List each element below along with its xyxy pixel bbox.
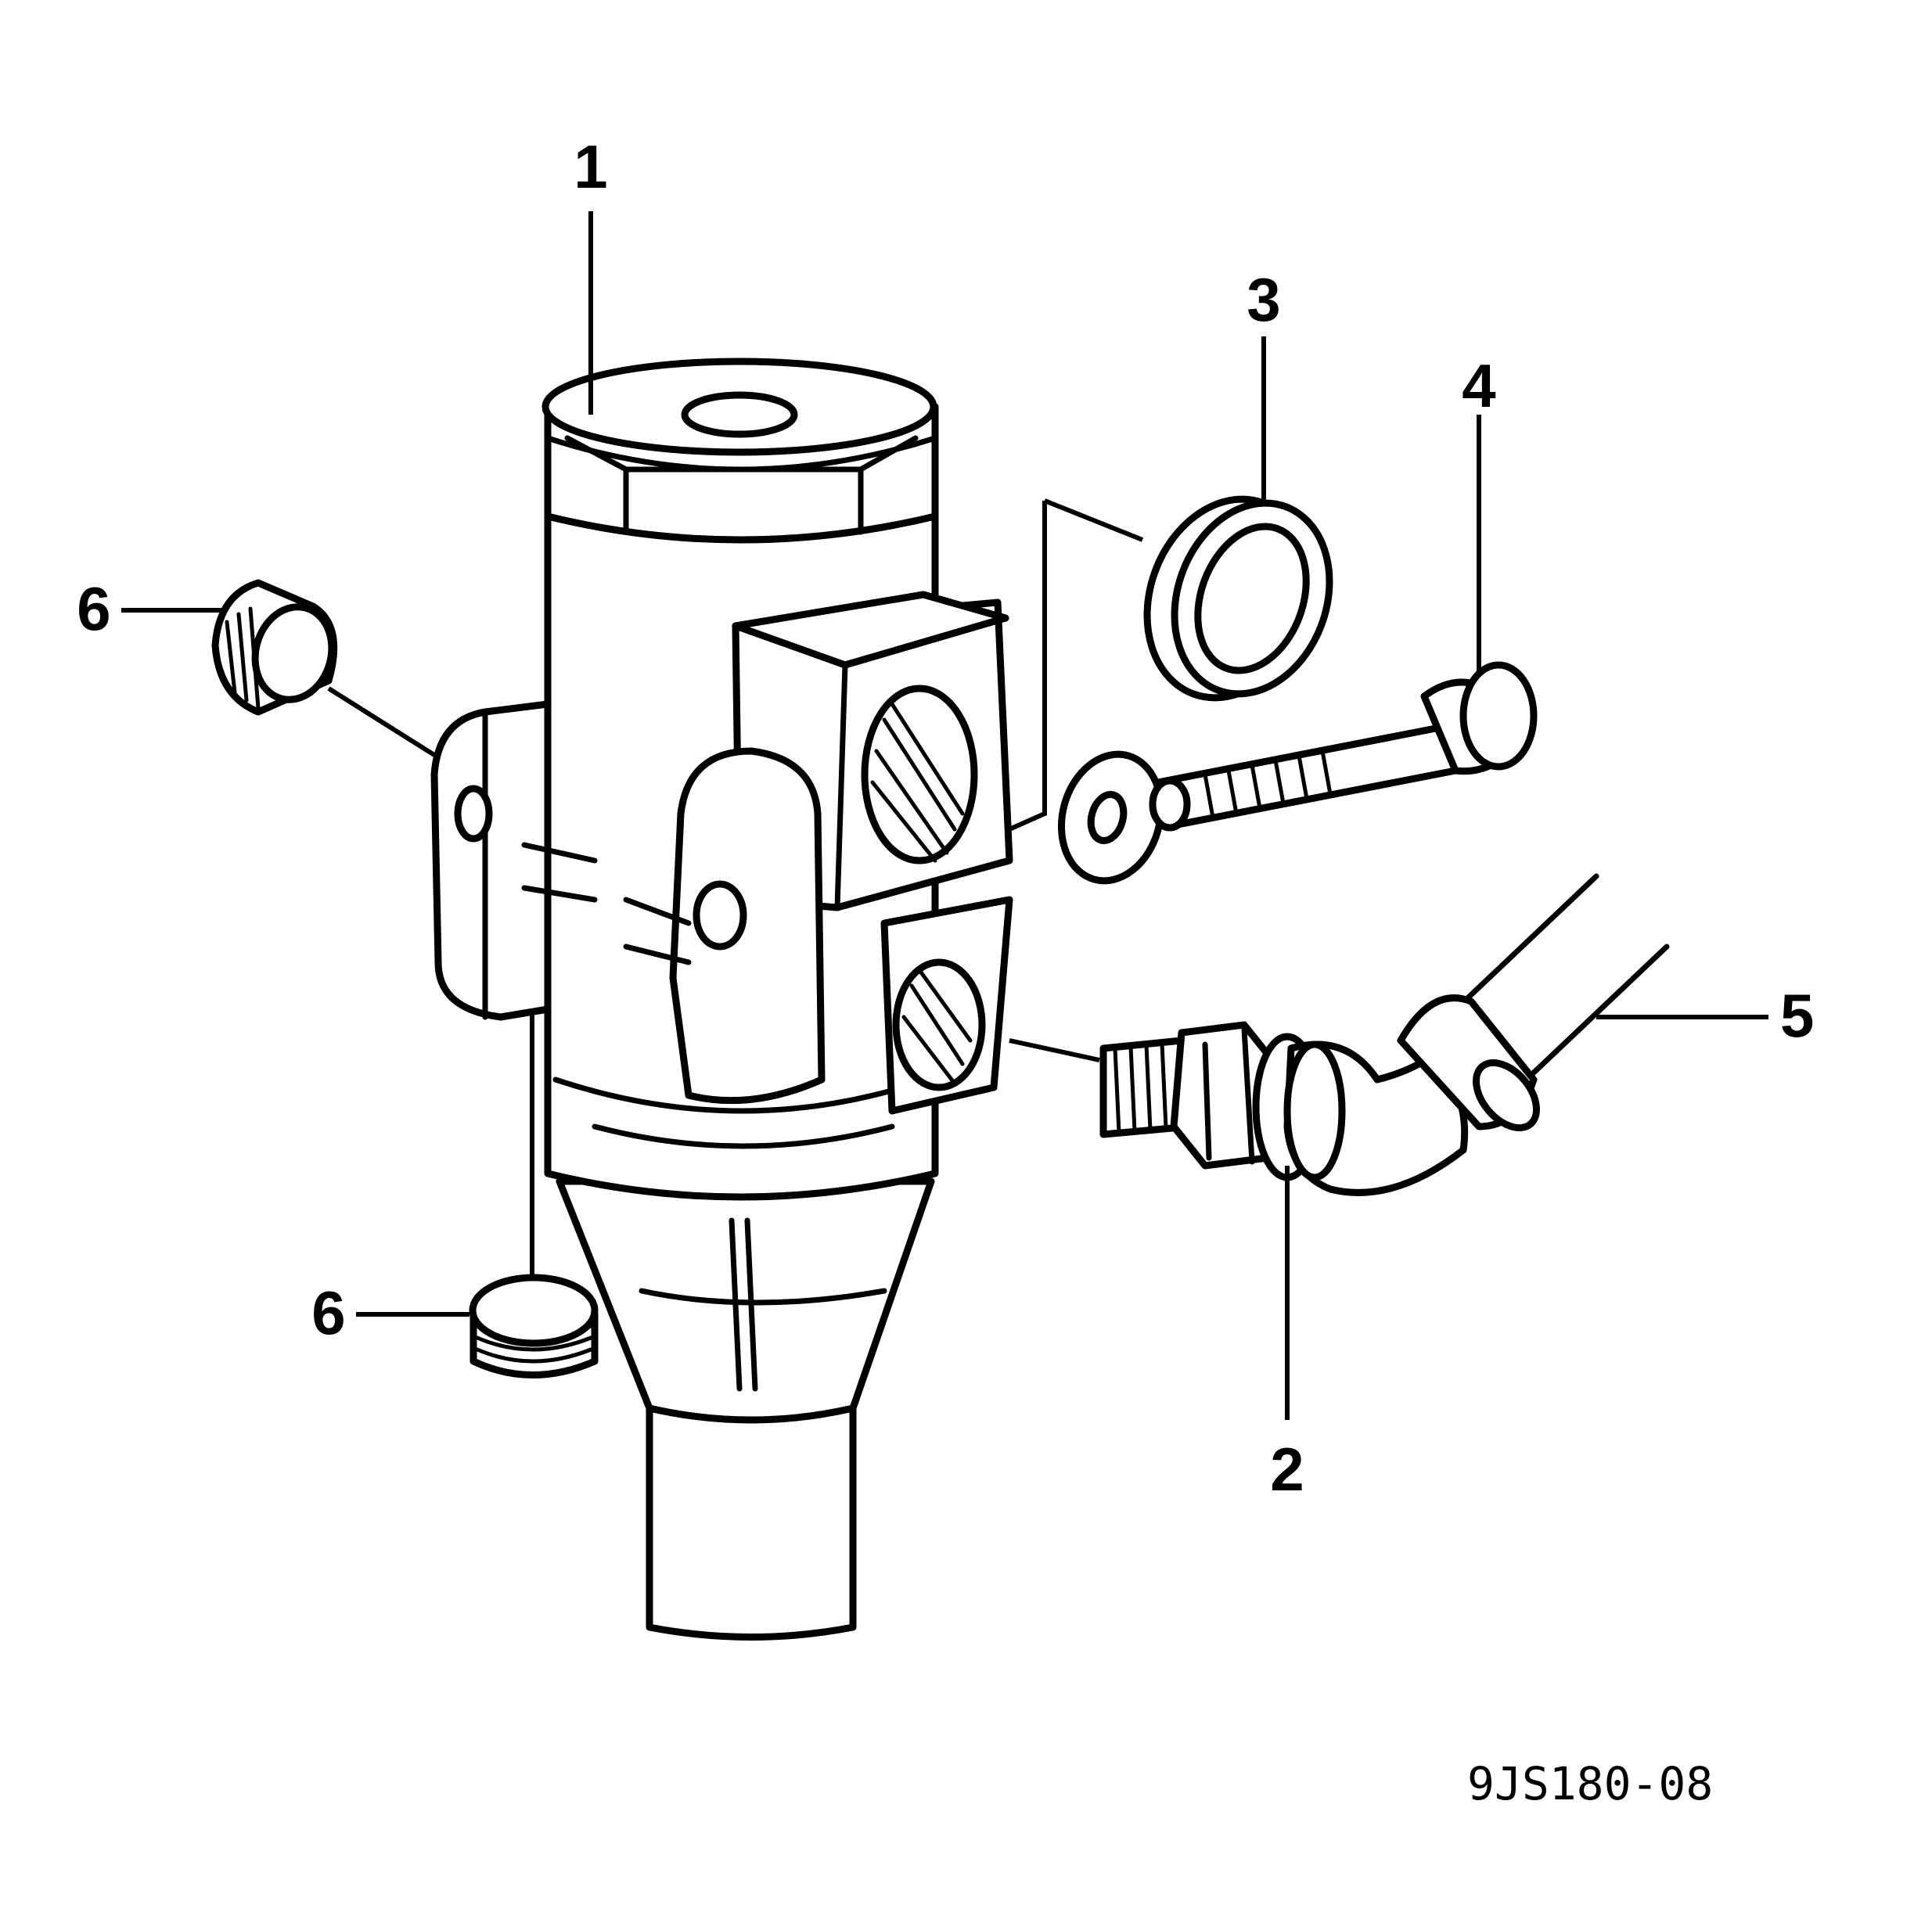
callout-4: 4	[1462, 351, 1495, 420]
valve-body-part-1	[430, 358, 1013, 1641]
plug-part-6-upper	[211, 579, 338, 716]
leader-lines	[121, 211, 1768, 1420]
callout-3: 3	[1247, 265, 1280, 334]
plug-part-6-lower	[469, 1274, 599, 1378]
seal-ring-part-3	[1143, 495, 1333, 702]
callout-5: 5	[1780, 981, 1814, 1050]
figure-code: 9JS180-08	[1467, 1757, 1713, 1810]
adapter-part-2	[1099, 1021, 1469, 1196]
bolt-part-4	[1149, 661, 1538, 832]
callout-6-lower: 6	[311, 1278, 345, 1347]
callout-6-upper: 6	[77, 574, 110, 643]
callout-1: 1	[574, 132, 607, 201]
washer	[1057, 750, 1165, 885]
callout-2: 2	[1270, 1435, 1304, 1504]
pipe-part-5	[1397, 873, 1670, 1132]
